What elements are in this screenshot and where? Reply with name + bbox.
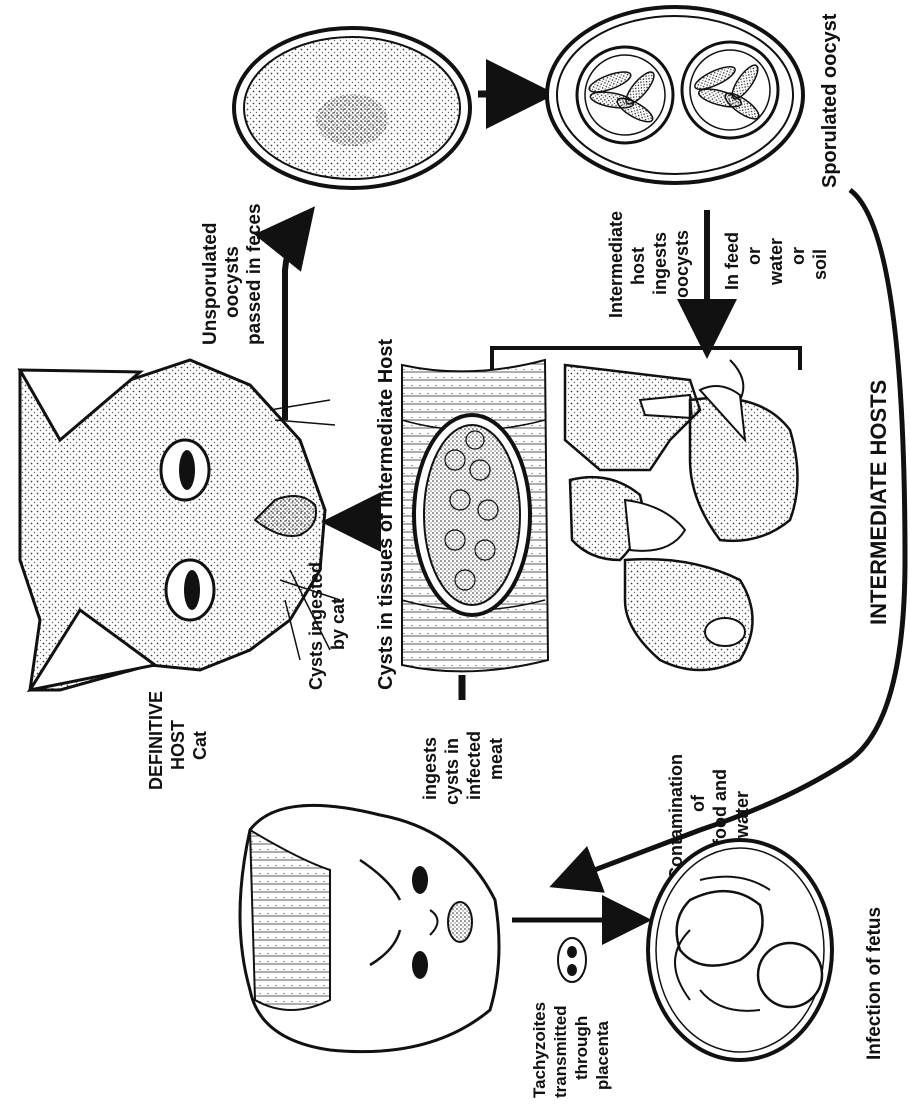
tissue-cyst-icon — [402, 360, 548, 671]
feed-water-soil-label: In feed or water or soil — [722, 232, 830, 290]
cysts-tissues-label: Cysts in tissues of Intermediate Host — [375, 338, 397, 690]
feed-line-3: water — [766, 238, 786, 286]
infection-fetus-label: Infection of fetus — [864, 907, 885, 1060]
contamination-line-2: of — [688, 794, 708, 812]
tachyzoites-line-4: placenta — [593, 1020, 612, 1090]
definitive-host-label: DEFINITIVE HOST Cat — [146, 691, 210, 790]
meat-line-4: meat — [486, 738, 506, 780]
ingests-line-3: ingests — [650, 232, 670, 295]
contamination-line-4: water — [732, 791, 752, 839]
unsporulated-label: Unsporulated oocysts passed in feces — [200, 203, 265, 345]
ingests-meat-label: ingests cysts in infected meat — [420, 731, 506, 805]
tachyzoites-line-1: Tachyzoites — [530, 1002, 549, 1098]
meat-line-3: infected — [464, 731, 484, 800]
definitive-line-1: DEFINITIVE — [146, 691, 166, 790]
arrow-cat-to-unsporulated — [285, 225, 300, 420]
intermediate-ingests-label: Intermediate host ingests oocysts — [606, 211, 692, 318]
feed-line-4: or — [788, 247, 808, 265]
intermediate-hosts-label: INTERMEDIATE HOSTS — [866, 380, 891, 625]
feed-line-2: or — [744, 247, 764, 265]
tachyzoite-icon — [558, 938, 586, 982]
cysts-ingested-line-1: Cysts ingested — [306, 562, 326, 690]
unsporulated-oocyst-icon — [234, 28, 470, 188]
ingests-line-2: host — [628, 247, 648, 285]
cysts-ingested-line-2: by cat — [328, 598, 348, 650]
feed-line-5: soil — [810, 249, 830, 280]
contamination-line-3: food and — [710, 769, 730, 845]
meat-line-2: cysts in — [442, 738, 462, 805]
tachyzoites-label: Tachyzoites transmitted through placenta — [530, 1002, 612, 1098]
cysts-ingested-label: Cysts ingested by cat — [306, 562, 348, 690]
fetus-icon — [648, 840, 832, 1060]
unsporulated-line-1: Unsporulated — [200, 223, 221, 345]
definitive-line-2: HOST — [168, 720, 188, 770]
ingests-line-1: Intermediate — [606, 211, 626, 318]
intermediate-host-animals-icon — [565, 360, 798, 670]
sporulated-oocyst-icon — [547, 7, 803, 183]
woman-head-icon — [240, 805, 499, 1051]
sporulated-oocyst-label: Sporulated oocyst — [819, 13, 841, 188]
tachyzoites-line-2: transmitted — [551, 1005, 570, 1098]
meat-line-1: ingests — [420, 737, 440, 800]
cat-head-icon — [20, 360, 340, 690]
unsporulated-line-2: oocysts — [222, 246, 243, 318]
tachyzoites-line-3: through — [572, 1016, 591, 1080]
feed-line-1: In feed — [722, 232, 742, 290]
definitive-line-3: Cat — [190, 731, 210, 760]
ingests-line-4: oocysts — [672, 230, 692, 298]
unsporulated-line-3: passed in feces — [244, 203, 265, 345]
